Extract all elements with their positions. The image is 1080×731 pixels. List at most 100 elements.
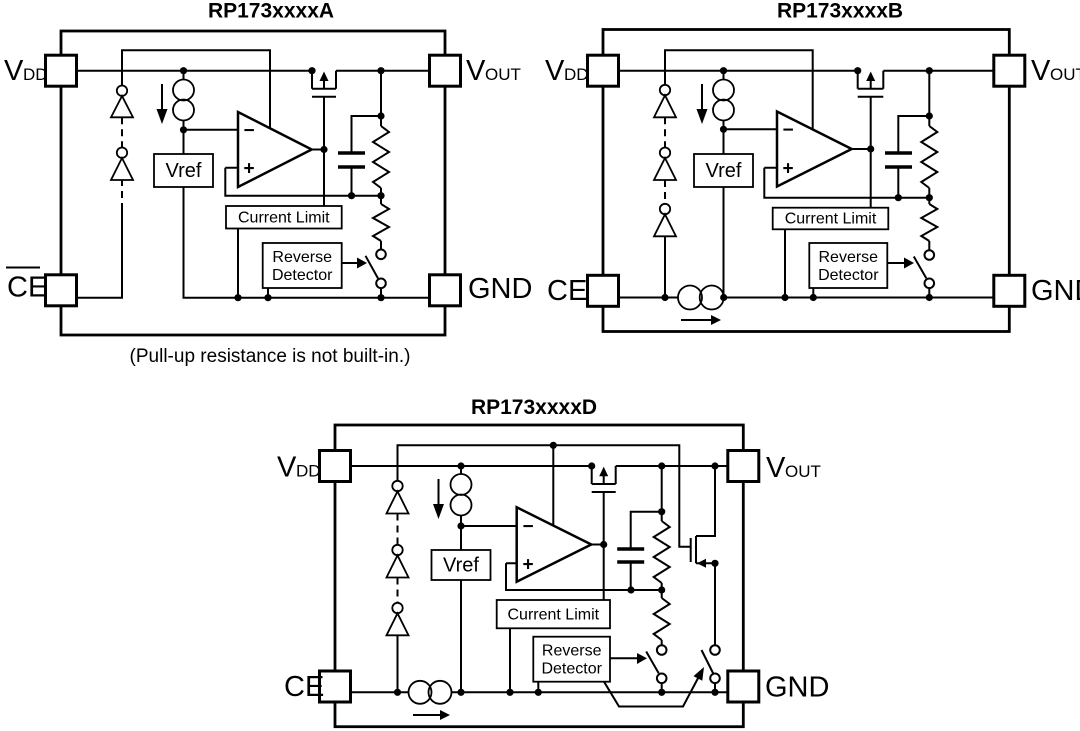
circuit-b-vout-label: V — [1031, 55, 1051, 87]
circuit-b-feedback-resistor-bottom-icon — [919, 203, 940, 242]
circuit-a-reverse-detector-line1: Reverse — [272, 249, 332, 266]
circuit-d-discharge-switch-icon — [645, 644, 668, 685]
circuit-b-vdd-label-sub: DD — [564, 65, 589, 84]
circuit-d-diagram: RP173xxxxD — [277, 396, 829, 729]
circuit-a-discharge-switch-icon — [364, 248, 387, 290]
circuit-a-title: RP173xxxxA — [208, 0, 334, 23]
circuit-d-junction-dots — [393, 441, 719, 696]
circuit-d-reverse-detector-box: Reverse Detector — [532, 635, 704, 708]
circuit-d-vref-label: Vref — [443, 555, 479, 577]
circuit-b-pin-labels: V DD V OUT CE GND — [545, 55, 1080, 307]
circuit-a-vdd-pin — [44, 53, 78, 88]
circuit-d-vref-box: Vref — [430, 549, 492, 581]
circuit-a-ce-inverter-chain — [109, 84, 135, 181]
circuit-d-vdd-label: V — [277, 452, 297, 484]
circuit-a-vdd-label-sub: DD — [23, 65, 48, 84]
circuit-a-opamp-plus: + — [243, 159, 254, 180]
circuit-a-vref-box: Vref — [153, 153, 214, 188]
circuit-a-ce-pin — [44, 273, 78, 308]
circuit-a-vout-label: V — [466, 55, 486, 87]
circuit-b-vout-pin — [992, 53, 1027, 88]
circuit-d-detector-arrow2-icon — [693, 667, 704, 681]
circuit-b-opamp-plus: + — [782, 159, 793, 180]
circuit-b-junction-dots — [661, 67, 933, 302]
circuit-b-vdd-pin — [586, 53, 620, 88]
circuit-d-vout-switch-icon — [700, 644, 721, 685]
circuit-d-output-capacitor-icon — [617, 547, 645, 564]
circuit-d-wires — [350, 444, 728, 694]
circuit-b-output-capacitor-icon — [885, 151, 912, 169]
circuit-d-vout-pin — [726, 449, 761, 483]
circuit-d-detector-arrow-icon — [637, 653, 647, 664]
circuit-d-vout-label: V — [766, 452, 786, 484]
circuit-b-reverse-detector-box: Reverse Detector — [808, 242, 914, 289]
circuit-b-outline — [601, 28, 1011, 333]
circuit-a-reverse-detector-box: Reverse Detector — [261, 242, 367, 289]
circuit-b-gnd-label: GND — [1031, 275, 1080, 307]
circuit-b-title: RP173xxxxB — [777, 0, 903, 23]
circuit-b-ce-label: CE — [547, 275, 587, 307]
circuit-d-title: RP173xxxxD — [471, 396, 597, 419]
circuit-b-vdd-label: V — [545, 55, 565, 87]
circuit-d-current-source-icon — [433, 473, 473, 519]
circuit-b-opamp: − + — [775, 109, 855, 189]
circuit-b-ce-pulldown-current-source-icon — [677, 284, 725, 325]
circuit-b-reverse-detector-line2: Detector — [818, 267, 879, 284]
circuit-a-output-capacitor-icon — [338, 151, 365, 169]
circuit-a-vout-pin — [428, 53, 462, 88]
circuit-b-vref-label: Vref — [706, 160, 742, 182]
circuit-b-discharge-switch-icon — [912, 249, 936, 290]
circuit-a-junction-dots — [179, 67, 385, 302]
circuit-a-pass-fet-icon — [311, 70, 337, 98]
circuit-b-gnd-pin — [992, 273, 1027, 308]
circuit-b-ce-inverter-chain — [652, 83, 678, 238]
circuit-a-gnd-pin — [428, 273, 462, 308]
circuit-b-vout-label-sub: OUT — [1050, 65, 1080, 84]
circuit-d-current-limit-label: Current Limit — [508, 607, 600, 624]
circuit-b-current-limit-box: Current Limit — [771, 206, 890, 231]
circuit-d-opamp-plus: + — [522, 555, 533, 576]
circuit-a-opamp: − + — [236, 109, 315, 190]
circuit-b-current-source-icon — [696, 78, 735, 124]
circuit-d-vout-discharge-fet-icon — [689, 536, 706, 568]
circuit-d-current-limit-box: Current Limit — [495, 599, 611, 630]
circuit-d-vout-label-sub: OUT — [785, 462, 821, 481]
circuit-d-outline — [333, 423, 745, 729]
circuit-a-detector-arrow-icon — [357, 257, 367, 269]
circuit-a-vref-label: Vref — [166, 160, 202, 182]
circuit-b-current-limit-label: Current Limit — [785, 211, 877, 228]
circuit-d-ce-inverter-chain — [385, 479, 410, 637]
circuit-a-current-source-icon — [156, 78, 195, 124]
circuit-a-outline — [59, 29, 447, 337]
circuit-a-current-limit-box: Current Limit — [225, 205, 343, 230]
circuit-b-ce-pin — [586, 273, 620, 308]
circuit-a-gnd-label: GND — [468, 273, 532, 305]
circuit-b-vref-box: Vref — [693, 153, 754, 188]
circuit-d-gnd-pin — [726, 669, 761, 704]
circuit-d-gnd-label: GND — [765, 672, 829, 704]
circuit-a-current-limit-label: Current Limit — [238, 210, 330, 227]
circuit-a-vdd-label: V — [4, 55, 24, 87]
circuit-b-reverse-detector-line1: Reverse — [819, 249, 879, 266]
circuit-a-pin-labels: V DD V OUT CE GND — [4, 55, 532, 305]
circuit-d-opamp: − + — [515, 505, 595, 584]
circuit-b-diagram: RP173xxxxB — [545, 0, 1080, 333]
circuit-a-feedback-resistor-bottom-icon — [370, 203, 392, 242]
circuit-a-reverse-detector-line2: Detector — [272, 267, 333, 284]
circuit-b-detector-arrow-icon — [904, 257, 914, 269]
circuit-a-opamp-minus: − — [243, 121, 254, 142]
circuit-b-opamp-minus: − — [782, 120, 793, 141]
circuit-d-ce-label: CE — [284, 671, 324, 703]
circuit-d-ce-pin — [318, 669, 352, 704]
circuit-d-feedback-resistor-top-icon — [651, 520, 672, 584]
circuit-d-pin-labels: V DD V OUT CE GND — [277, 452, 829, 704]
circuit-a-diagram: RP173xxxxA Vref − + — [4, 0, 532, 337]
circuit-d-feedback-resistor-bottom-icon — [651, 597, 672, 641]
circuit-b-wires — [618, 49, 994, 299]
circuit-d-pass-fet-icon — [590, 466, 617, 493]
circuit-d-vdd-pin — [318, 449, 352, 483]
circuit-d-ce-pulldown-current-source-icon — [407, 679, 453, 720]
circuit-a-vout-label-sub: OUT — [485, 65, 521, 84]
circuit-b-feedback-resistor-top-icon — [919, 125, 940, 189]
